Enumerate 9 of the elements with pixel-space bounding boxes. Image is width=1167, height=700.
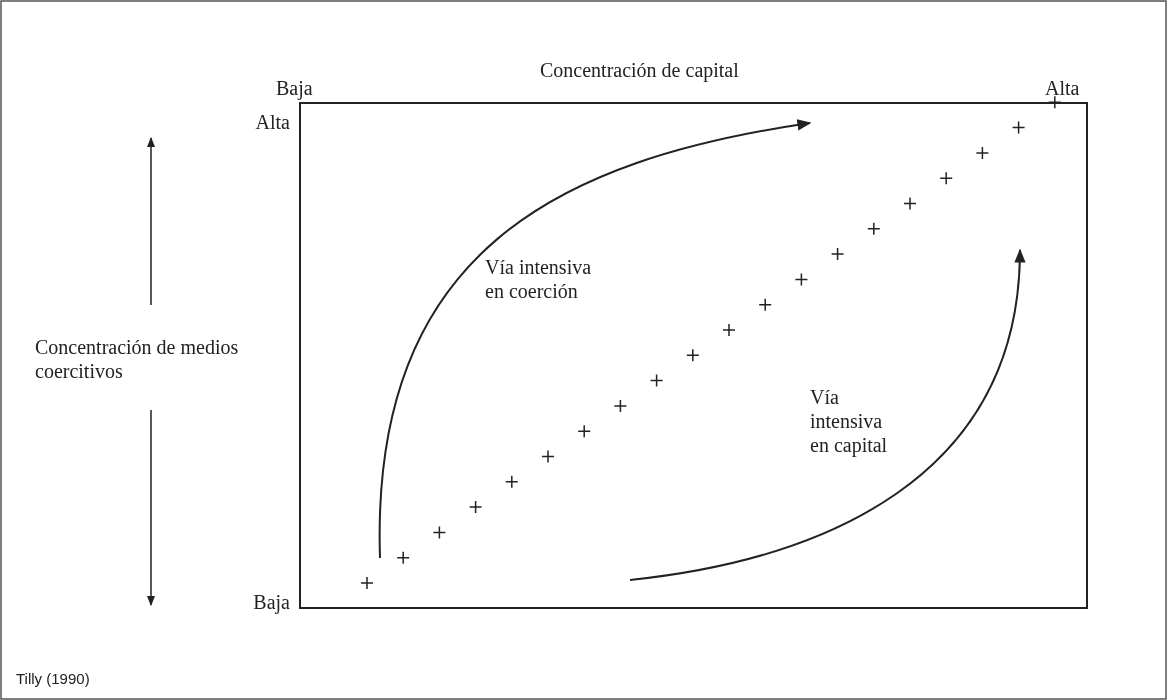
- axis-label: Baja: [276, 76, 313, 100]
- axis-label: Baja: [252, 590, 290, 614]
- axis-label: Concentración de medios coercitivos: [35, 335, 240, 383]
- caption: Tilly (1990): [16, 670, 90, 687]
- path-label: Vía intensiva en coerción: [485, 255, 593, 303]
- axis-label: Alta: [1045, 76, 1080, 100]
- axis-label: Concentración de capital: [540, 58, 739, 82]
- path-label: Vía intensiva en capital: [810, 385, 889, 457]
- axis-label: Alta: [254, 110, 290, 134]
